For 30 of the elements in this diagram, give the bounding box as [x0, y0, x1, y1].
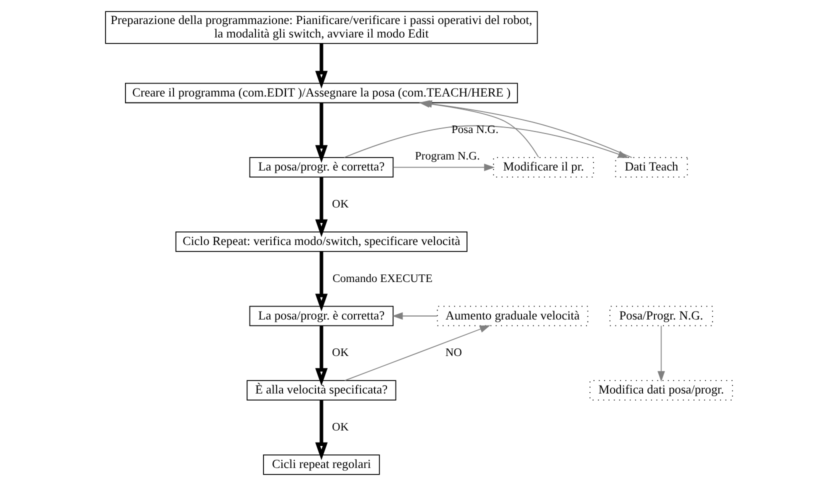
arrow [314, 102, 328, 163]
node-box: Cicli repeat regolari [262, 454, 380, 475]
arrow [314, 251, 328, 312]
node-box: La posa/progr. è corretta? [248, 306, 394, 326]
node-box: Modifica dati posa/progr. [589, 380, 732, 400]
node-box: La posa/progr. è corretta? [248, 157, 394, 178]
node-box: Posa/Progr. N.G. [608, 306, 712, 326]
edge-label: Program N.G. [414, 150, 480, 163]
arrow [343, 125, 628, 158]
edge-label: OK [332, 198, 348, 211]
arrow [314, 326, 328, 386]
node-box: Aumento graduale velocità [436, 306, 588, 326]
arrow [314, 177, 328, 238]
node-box: Preparazione della programmazione: Pianificare/verificare i passi operativi del robot, la modalità gli switch, avviare il modo Edit [104, 11, 538, 44]
node-box: Modificare il pr. [492, 157, 594, 178]
arrow [657, 325, 664, 382]
node-box: Dati Teach [614, 157, 688, 178]
edge-label: Comando EXECUTE [332, 272, 432, 285]
arrow [344, 325, 490, 382]
node-box: È alla velocità specificata? [246, 380, 396, 400]
edge-label: Posa N.G. [451, 124, 498, 136]
edge-label: OK [332, 347, 348, 360]
arrow [392, 164, 494, 172]
arrow [314, 44, 328, 89]
arrow [392, 312, 438, 320]
node-box: Creare il programma (com.EDIT )/Assegnare la posa (com.TEACH/HERE ) [124, 82, 518, 104]
arrow [314, 400, 328, 460]
node-box: Ciclo Repeat: verifica modo/switch, specificare velocità [174, 232, 467, 252]
edge-label: OK [332, 422, 348, 434]
edge-label: NO [444, 347, 462, 360]
